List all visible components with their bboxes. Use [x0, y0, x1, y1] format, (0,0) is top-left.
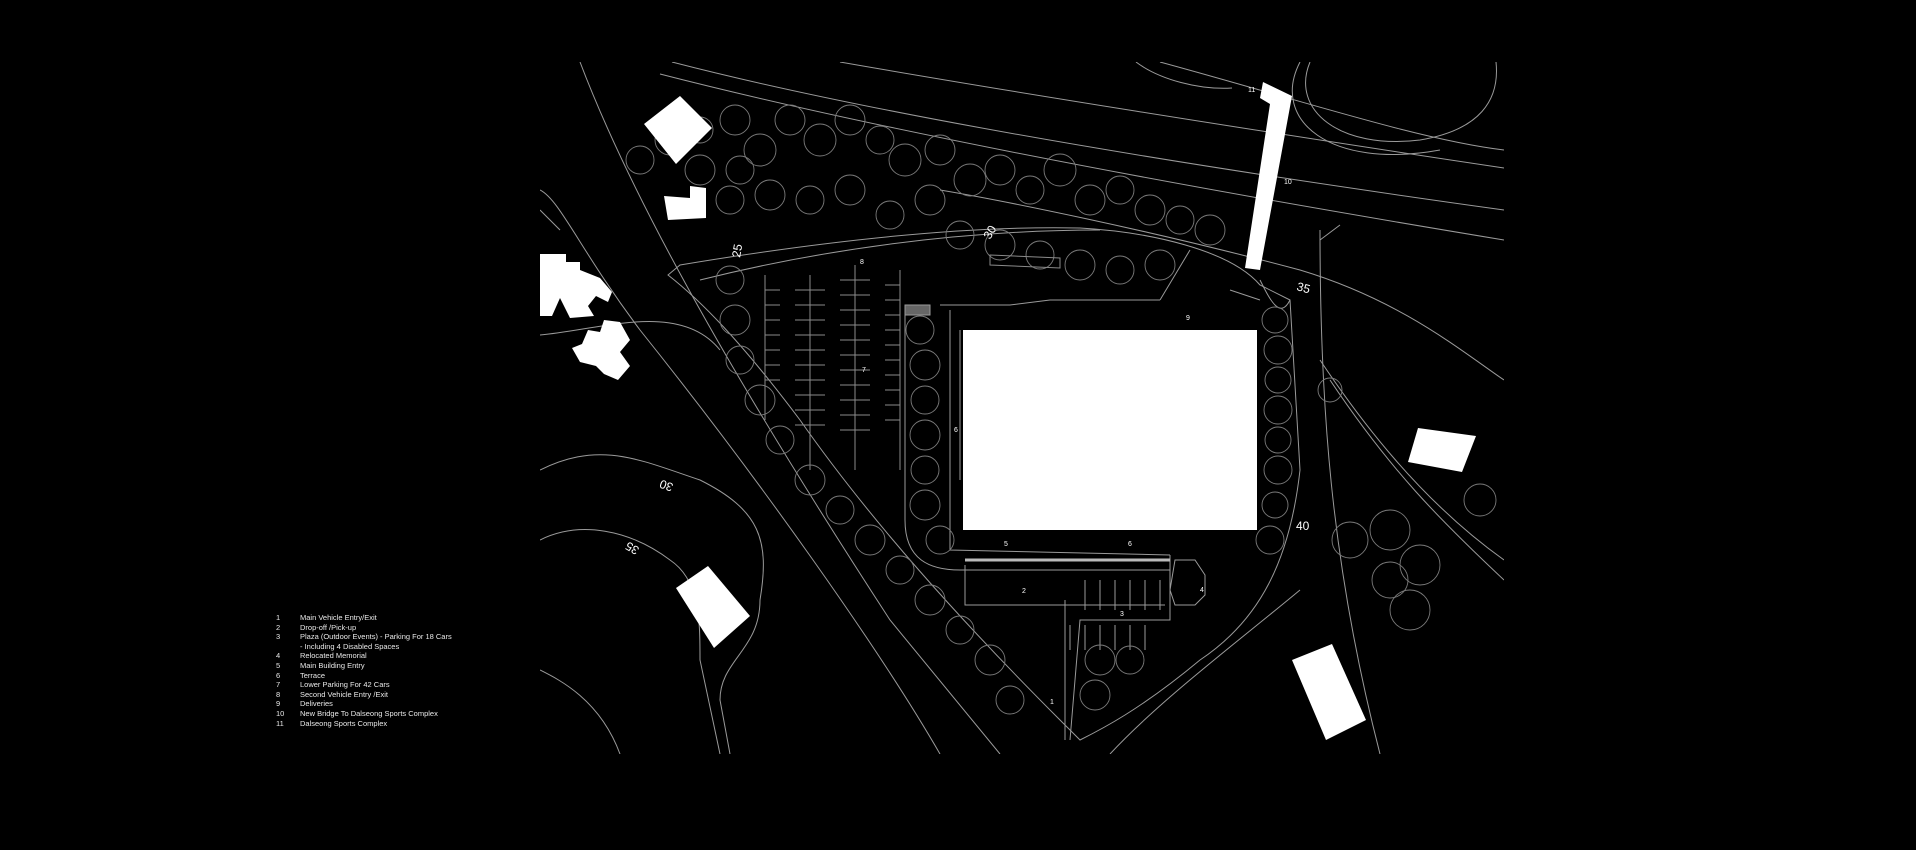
callout-5: 5 — [1004, 541, 1008, 548]
callout-4: 4 — [1200, 587, 1204, 594]
callout-3: 3 — [1120, 611, 1124, 618]
legend-item: 6 Terrace — [276, 671, 452, 681]
legend-number: 2 — [276, 622, 281, 632]
legend-text: New Bridge To Dalseong Sports Complex — [300, 708, 438, 718]
legend-text: Drop-off /Pick-up — [300, 622, 357, 632]
legend-item: 9 Deliveries — [276, 699, 452, 709]
building-w2 — [572, 320, 630, 380]
legend-number: 5 — [276, 660, 281, 670]
walkway-outline — [989, 254, 1061, 269]
legend-text: Dalseong Sports Complex — [300, 718, 388, 728]
legend-text: Lower Parking For 42 Cars — [300, 680, 390, 690]
building-nw — [644, 96, 712, 164]
legend-item: 4 Relocated Memorial — [276, 651, 452, 661]
legend-number: 6 — [276, 670, 281, 680]
access-road — [904, 249, 1261, 741]
legend-number: 11 — [276, 718, 284, 728]
contour-label-30-sw: 30 — [657, 477, 675, 495]
legend-item: 1 Main Vehicle Entry/Exit — [276, 613, 452, 623]
contour-label-35: 35 — [1295, 279, 1312, 296]
legend-number: 3 — [276, 632, 281, 642]
main-building[interactable] — [963, 330, 1257, 530]
callout-9: 9 — [1186, 315, 1190, 322]
legend-text: - Including 4 Disabled Spaces — [300, 641, 400, 651]
building-nw-small — [664, 186, 706, 220]
legend-item: 5 Main Building Entry — [276, 661, 452, 671]
legend-item: 11 Dalseong Sports Complex — [276, 719, 452, 729]
legend-text: Main Vehicle Entry/Exit — [300, 613, 377, 622]
contour-label-40: 40 — [1296, 519, 1310, 533]
callout-1: 1 — [1050, 699, 1054, 706]
legend-text: Plaza (Outdoor Events) - Parking For 18 … — [300, 632, 452, 642]
legend: 1 Main Vehicle Entry/Exit 2 Drop-off /Pick… — [276, 613, 452, 728]
legend-number: 10 — [276, 708, 285, 718]
west-road-lines — [540, 62, 1001, 754]
legend-item: 7 Lower Parking For 42 Cars — [276, 680, 452, 690]
callout-8: 8 — [860, 259, 864, 266]
building-sw — [676, 566, 750, 648]
legend-number: 7 — [276, 680, 281, 690]
building-se — [1292, 644, 1366, 740]
callout-7: 7 — [862, 367, 866, 374]
contour-label-30: 30 — [980, 223, 999, 242]
building-w — [540, 254, 612, 318]
legend-text: Terrace — [300, 670, 326, 680]
callout-6-west: 6 — [954, 427, 958, 434]
legend-number: 4 — [276, 651, 281, 661]
tree-canopy — [625, 104, 1497, 715]
legend-item: 3 Plaza (Outdoor Events) - Parking For 18… — [276, 632, 452, 642]
contour-label-35-sw: 35 — [623, 539, 642, 558]
building-e — [1408, 428, 1476, 472]
legend-item: 8 Second Vehicle Entry /Exit — [276, 690, 452, 700]
legend-item: 10 New Bridge To Dalseong Sports Complex — [276, 709, 452, 719]
contour-label-25: 25 — [729, 243, 745, 259]
sports-complex-bridge[interactable] — [1245, 82, 1292, 270]
legend-text: Main Building Entry — [300, 660, 365, 670]
legend-item: 2 Drop-off /Pick-up — [276, 623, 452, 633]
callout-6: 6 — [1128, 541, 1132, 548]
site-boundary — [667, 224, 1504, 754]
callout-10: 10 — [1284, 179, 1292, 186]
callout-2: 2 — [1022, 588, 1026, 595]
legend-continuation: - Including 4 Disabled Spaces — [276, 642, 452, 652]
road-lines — [659, 62, 1504, 241]
legend-text: Second Vehicle Entry /Exit — [300, 689, 388, 699]
callout-11: 11 — [1248, 87, 1255, 94]
legend-text: Relocated Memorial — [300, 651, 367, 661]
legend-number: 9 — [276, 699, 281, 709]
contour-lines — [540, 189, 1504, 754]
legend-number: 1 — [276, 613, 281, 622]
legend-number: 8 — [276, 689, 281, 699]
parking-stalls-west — [764, 265, 901, 470]
legend-text: Deliveries — [300, 699, 333, 709]
